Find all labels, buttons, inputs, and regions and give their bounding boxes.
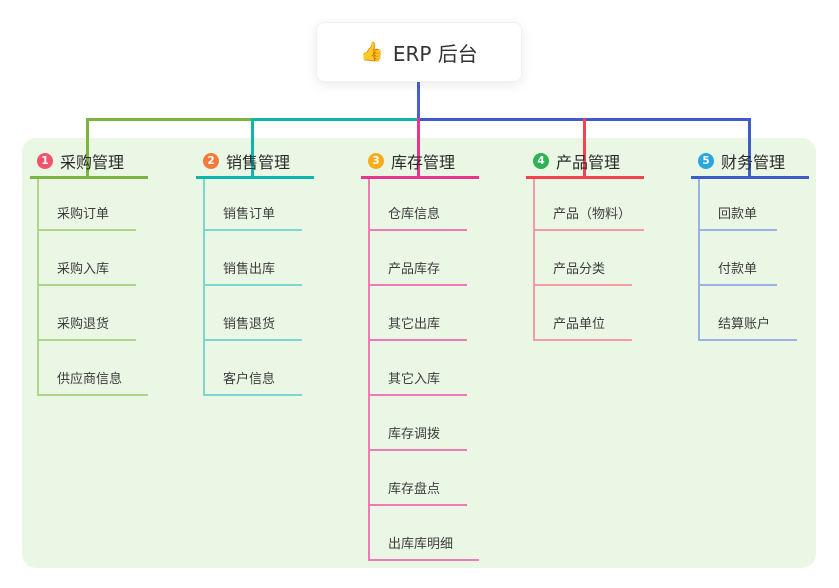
child-underline <box>533 339 632 341</box>
child-node[interactable]: 产品分类 <box>553 262 606 277</box>
child-node[interactable]: 付款单 <box>718 262 758 277</box>
child-node[interactable]: 结算账户 <box>718 317 771 332</box>
branch-label: 销售管理 <box>226 153 291 172</box>
child-node[interactable]: 销售退货 <box>223 317 276 332</box>
child-underline <box>368 394 467 396</box>
child-node[interactable]: 采购退货 <box>57 317 110 332</box>
branch-underline <box>526 176 644 179</box>
root-connector-line <box>417 82 420 121</box>
child-underline <box>203 229 302 231</box>
children-rail-line <box>698 179 700 341</box>
children-rail-line <box>37 179 39 396</box>
child-underline <box>37 394 148 396</box>
child-node[interactable]: 出库库明细 <box>388 537 454 552</box>
children-rail-line <box>533 179 535 341</box>
child-underline <box>37 229 136 231</box>
child-underline <box>368 504 467 506</box>
root-node[interactable]: 👍 ERP 后台 <box>316 22 522 82</box>
branch-number-badge: 4 <box>533 153 549 169</box>
child-node[interactable]: 客户信息 <box>223 372 276 387</box>
branch-underline <box>691 176 809 179</box>
child-node[interactable]: 采购入库 <box>57 262 110 277</box>
branch-drop-line <box>417 118 420 179</box>
child-underline <box>368 284 467 286</box>
child-node[interactable]: 其它出库 <box>388 317 441 332</box>
branches-panel <box>22 138 816 568</box>
child-underline <box>37 284 136 286</box>
child-underline <box>698 229 777 231</box>
child-node[interactable]: 回款单 <box>718 207 758 222</box>
child-node[interactable]: 仓库信息 <box>388 207 441 222</box>
spine-segment <box>251 118 417 121</box>
child-node[interactable]: 产品单位 <box>553 317 606 332</box>
branch-number-badge: 3 <box>368 153 384 169</box>
root-title: ERP 后台 <box>392 41 478 66</box>
branch-node-4[interactable]: 4 产品管理 <box>533 152 621 172</box>
child-underline <box>203 284 302 286</box>
branch-node-2[interactable]: 2 销售管理 <box>203 152 291 172</box>
branch-node-5[interactable]: 5 财务管理 <box>698 152 786 172</box>
child-node[interactable]: 销售出库 <box>223 262 276 277</box>
thumbs-up-icon: 👍 <box>360 40 384 63</box>
child-underline <box>698 284 777 286</box>
child-underline <box>368 449 467 451</box>
spine-segment <box>86 118 251 121</box>
child-underline <box>698 339 797 341</box>
branch-underline <box>361 176 479 179</box>
branch-drop-line <box>583 118 586 179</box>
child-node[interactable]: 销售订单 <box>223 207 276 222</box>
child-node[interactable]: 供应商信息 <box>57 372 123 387</box>
branch-number-badge: 1 <box>37 153 53 169</box>
branch-number-badge: 5 <box>698 153 714 169</box>
child-node[interactable]: 采购订单 <box>57 207 110 222</box>
branch-node-3[interactable]: 3 库存管理 <box>368 152 456 172</box>
child-node[interactable]: 库存调拨 <box>388 427 441 442</box>
child-underline <box>37 339 136 341</box>
child-node[interactable]: 产品（物料） <box>553 207 632 222</box>
child-underline <box>533 284 632 286</box>
branch-drop-line <box>748 118 751 179</box>
child-node[interactable]: 库存盘点 <box>388 482 441 497</box>
child-node[interactable]: 产品库存 <box>388 262 441 277</box>
branch-number-badge: 2 <box>203 153 219 169</box>
child-underline <box>368 559 479 561</box>
branch-label: 采购管理 <box>60 153 125 172</box>
child-node[interactable]: 其它入库 <box>388 372 441 387</box>
branch-label: 财务管理 <box>721 153 786 172</box>
child-underline <box>203 394 302 396</box>
branch-drop-line <box>251 118 254 179</box>
child-underline <box>368 229 467 231</box>
branch-underline <box>196 176 314 179</box>
child-underline <box>533 229 644 231</box>
child-underline <box>368 339 467 341</box>
branch-label: 库存管理 <box>391 153 456 172</box>
branch-label: 产品管理 <box>556 153 621 172</box>
branch-drop-line <box>86 118 89 179</box>
branch-underline <box>30 176 148 179</box>
children-rail-line <box>203 179 205 396</box>
branch-node-1[interactable]: 1 采购管理 <box>37 152 125 172</box>
child-underline <box>203 339 302 341</box>
children-rail-line <box>368 179 370 561</box>
